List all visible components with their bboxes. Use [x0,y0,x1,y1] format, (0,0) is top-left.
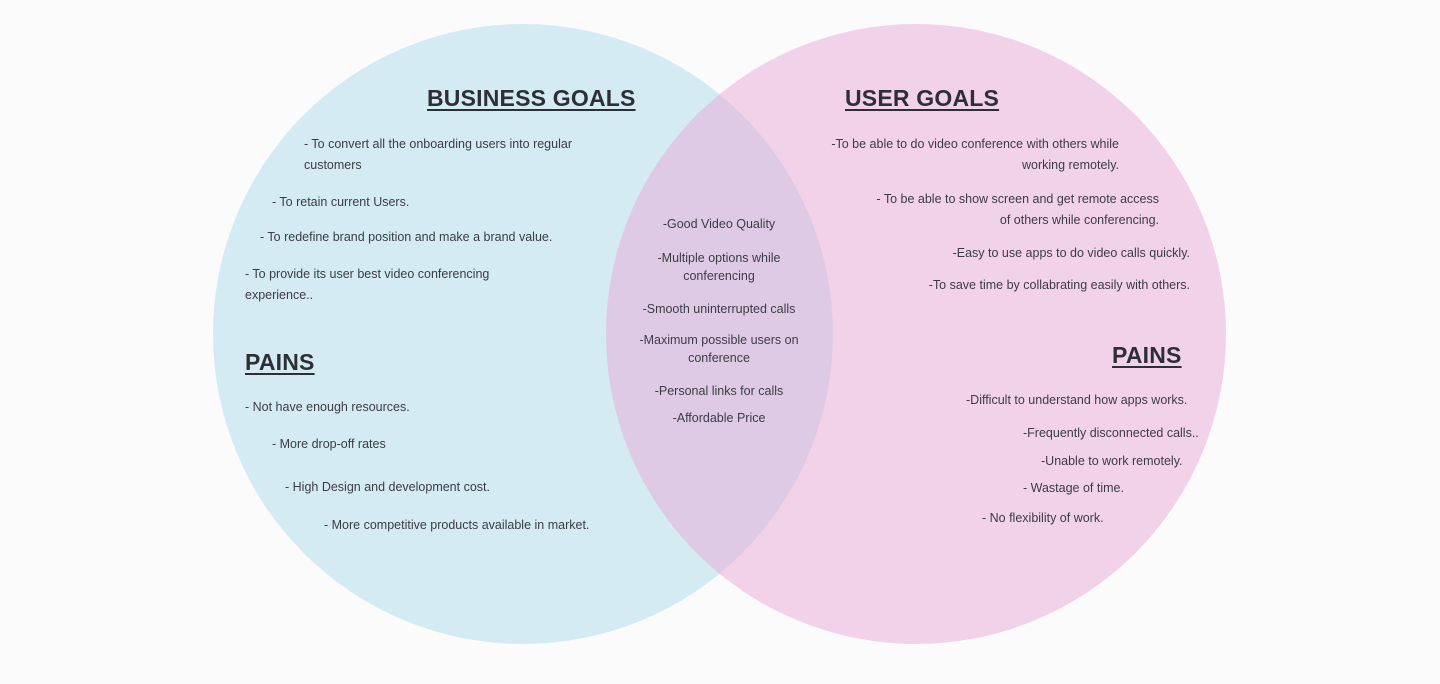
shared-item: -Personal links for calls [654,384,784,398]
user-pains-heading: PAINS [1112,342,1182,368]
business-pain-item: - More drop-off rates [272,437,386,451]
user-pain-item: -Unable to work remotely. [1041,454,1183,468]
business-pains-heading: PAINS [245,349,315,375]
user-goal-item: - To be able to show screen and get remo… [876,192,1159,227]
business-pain-item: - Not have enough resources. [245,400,410,414]
user-pain-item: -Frequently disconnected calls.. [1023,426,1199,440]
user-goal-item: -Easy to use apps to do video calls quic… [952,246,1190,260]
user-goals-heading: USER GOALS [845,85,1000,111]
shared-item: -Affordable Price [672,411,766,425]
user-circle [606,24,1226,644]
business-goal-item: - To redefine brand position and make a … [260,230,553,244]
user-pain-item: - No flexibility of work. [982,511,1104,525]
shared-item: -Smooth uninterrupted calls [642,302,796,316]
user-pain-item: -Difficult to understand how apps works. [966,393,1188,407]
business-goal-item: - To provide its user best video confere… [245,267,490,302]
shared-item: -Multiple options while conferencing [657,251,781,283]
user-goal-item: -To be able to do video conference with … [831,137,1119,172]
business-goal-item: - To retain current Users. [272,195,410,209]
business-pain-item: - More competitive products available in… [324,518,590,532]
business-goals-heading: BUSINESS GOALS [427,85,636,111]
user-pain-item: - Wastage of time. [1023,481,1124,495]
user-goal-item: -To save time by collabrating easily wit… [928,278,1190,292]
shared-item: -Maximum possible users on conference [639,333,799,365]
shared-item: -Good Video Quality [662,217,776,231]
business-pain-item: - High Design and development cost. [285,480,490,494]
business-goal-item: - To convert all the onboarding users in… [304,137,572,172]
